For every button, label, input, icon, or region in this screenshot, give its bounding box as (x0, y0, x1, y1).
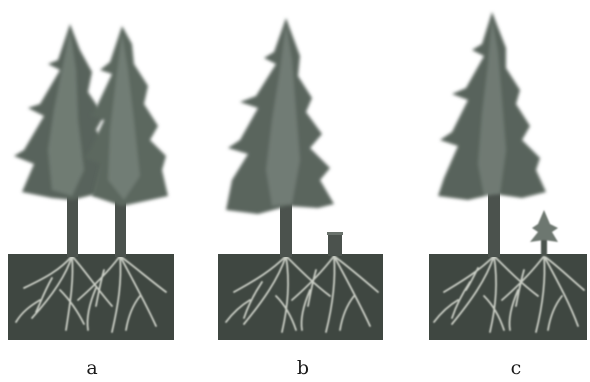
panel-label-a: a (72, 357, 112, 379)
panel-label-b: b (283, 357, 323, 379)
crown-b (226, 18, 334, 214)
crown-c (438, 12, 546, 200)
sapling-c-stem (541, 238, 547, 256)
soil-block-a (8, 254, 174, 340)
panel-c (429, 12, 587, 340)
soil-block-c (429, 254, 587, 340)
sapling-c (530, 210, 558, 256)
soil-block-b (218, 254, 383, 340)
panel-b (218, 18, 383, 340)
stump-b-top (327, 232, 343, 235)
crown-a-right (84, 26, 168, 206)
panel-a (8, 24, 174, 340)
panel-label-c: c (496, 357, 536, 379)
stump-b (328, 233, 342, 256)
trunk-c (488, 188, 500, 257)
